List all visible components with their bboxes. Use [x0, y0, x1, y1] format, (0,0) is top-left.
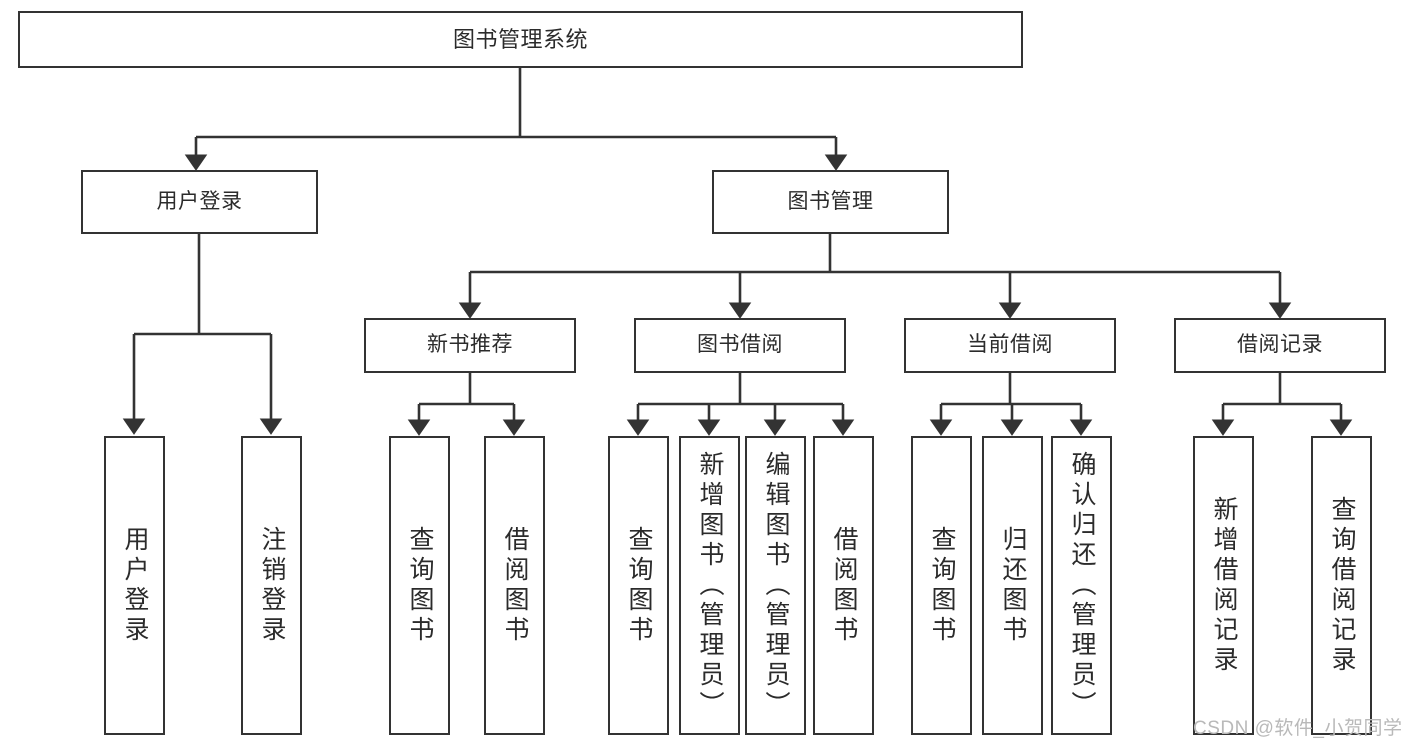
node-book-manage[interactable]: 图书管理: [712, 170, 949, 234]
node-leaf-confirm-return-label: 确认归还（管理员）: [1068, 450, 1096, 721]
node-leaf-add-book[interactable]: 新增图书（管理员）: [679, 436, 740, 735]
node-new-book-recommend-label: 新书推荐: [427, 333, 513, 357]
node-leaf-edit-book[interactable]: 编辑图书（管理员）: [745, 436, 806, 735]
node-leaf-add-record[interactable]: 新增借阅记录: [1193, 436, 1254, 735]
node-leaf-user-login-label: 用户登录: [121, 525, 149, 646]
node-leaf-query-book-3[interactable]: 查询图书: [911, 436, 972, 735]
node-leaf-add-record-label: 新增借阅记录: [1210, 495, 1238, 676]
node-leaf-borrow-book-1[interactable]: 借阅图书: [484, 436, 545, 735]
node-user-login[interactable]: 用户登录: [81, 170, 318, 234]
node-user-login-label: 用户登录: [156, 189, 243, 213]
node-leaf-query-book-1[interactable]: 查询图书: [389, 436, 450, 735]
node-leaf-query-book-2[interactable]: 查询图书: [608, 436, 669, 735]
node-new-book-recommend[interactable]: 新书推荐: [364, 318, 576, 373]
node-root-label: 图书管理系统: [452, 26, 588, 52]
node-leaf-add-book-label: 新增图书（管理员）: [696, 450, 724, 721]
node-current-borrow[interactable]: 当前借阅: [904, 318, 1116, 373]
node-leaf-query-book-1-label: 查询图书: [406, 525, 434, 646]
node-book-borrow-label: 图书借阅: [697, 333, 783, 357]
node-book-borrow[interactable]: 图书借阅: [634, 318, 846, 373]
node-root[interactable]: 图书管理系统: [18, 11, 1023, 68]
node-leaf-borrow-book-2[interactable]: 借阅图书: [813, 436, 874, 735]
csdn-watermark: CSDN @软件_小贺同学: [1193, 718, 1403, 739]
node-leaf-return-book-label: 归还图书: [999, 525, 1027, 646]
node-leaf-query-book-2-label: 查询图书: [625, 525, 653, 646]
node-leaf-query-book-3-label: 查询图书: [928, 525, 956, 646]
node-borrow-record[interactable]: 借阅记录: [1174, 318, 1386, 373]
node-borrow-record-label: 借阅记录: [1237, 333, 1323, 357]
node-current-borrow-label: 当前借阅: [967, 333, 1053, 357]
node-leaf-logout-login[interactable]: 注销登录: [241, 436, 302, 735]
node-leaf-borrow-book-1-label: 借阅图书: [501, 525, 529, 646]
node-leaf-confirm-return[interactable]: 确认归还（管理员）: [1051, 436, 1112, 735]
node-leaf-borrow-book-2-label: 借阅图书: [830, 525, 858, 646]
node-book-manage-label: 图书管理: [787, 189, 874, 213]
node-leaf-return-book[interactable]: 归还图书: [982, 436, 1043, 735]
node-leaf-query-record-label: 查询借阅记录: [1328, 495, 1356, 676]
node-leaf-logout-login-label: 注销登录: [258, 525, 286, 646]
node-leaf-user-login[interactable]: 用户登录: [104, 436, 165, 735]
node-leaf-query-record[interactable]: 查询借阅记录: [1311, 436, 1372, 735]
node-leaf-edit-book-label: 编辑图书（管理员）: [762, 450, 790, 721]
